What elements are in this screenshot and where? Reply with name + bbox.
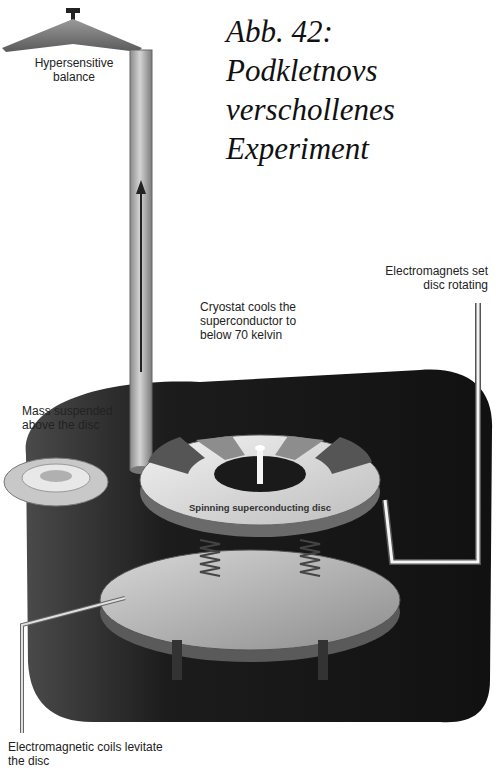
balance-tube [130, 50, 152, 470]
electromagnet [148, 437, 205, 474]
part-label: Cryostat cools the superconductor to bel… [200, 300, 328, 342]
balance-stem [71, 12, 75, 20]
disc-shaft [257, 448, 263, 484]
leader-line [385, 303, 478, 562]
platform-post [318, 640, 328, 680]
part-label: Hypersensitive balance [24, 56, 124, 84]
suspended-mass-inner [22, 464, 90, 492]
tube-arrow [140, 190, 142, 372]
figure-title: Abb. 42: Podkletnovs verschollenes Exper… [226, 12, 448, 168]
part-label: Spinning superconducting disc [170, 502, 350, 513]
tube-arrowhead [136, 180, 146, 194]
leader-line [22, 598, 125, 733]
part-label: Electromagnets set disc rotating [370, 264, 488, 292]
electromagnet [196, 436, 245, 460]
leader-line [22, 598, 125, 733]
superconducting-disc [140, 435, 380, 525]
electromagnet [275, 436, 324, 460]
electromagnet [315, 437, 372, 474]
leader-line [385, 303, 478, 562]
levitation-coil [200, 540, 320, 576]
shaft-top [255, 445, 265, 451]
platform-post [172, 640, 182, 680]
suspended-mass-center [40, 470, 72, 482]
part-label: Electromagnetic coils levitate the disc [8, 740, 178, 768]
part-label: Mass suspended above the disc [22, 404, 126, 432]
balance-beam [2, 19, 142, 52]
coil-platform [100, 550, 400, 650]
suspended-mass [4, 458, 108, 506]
